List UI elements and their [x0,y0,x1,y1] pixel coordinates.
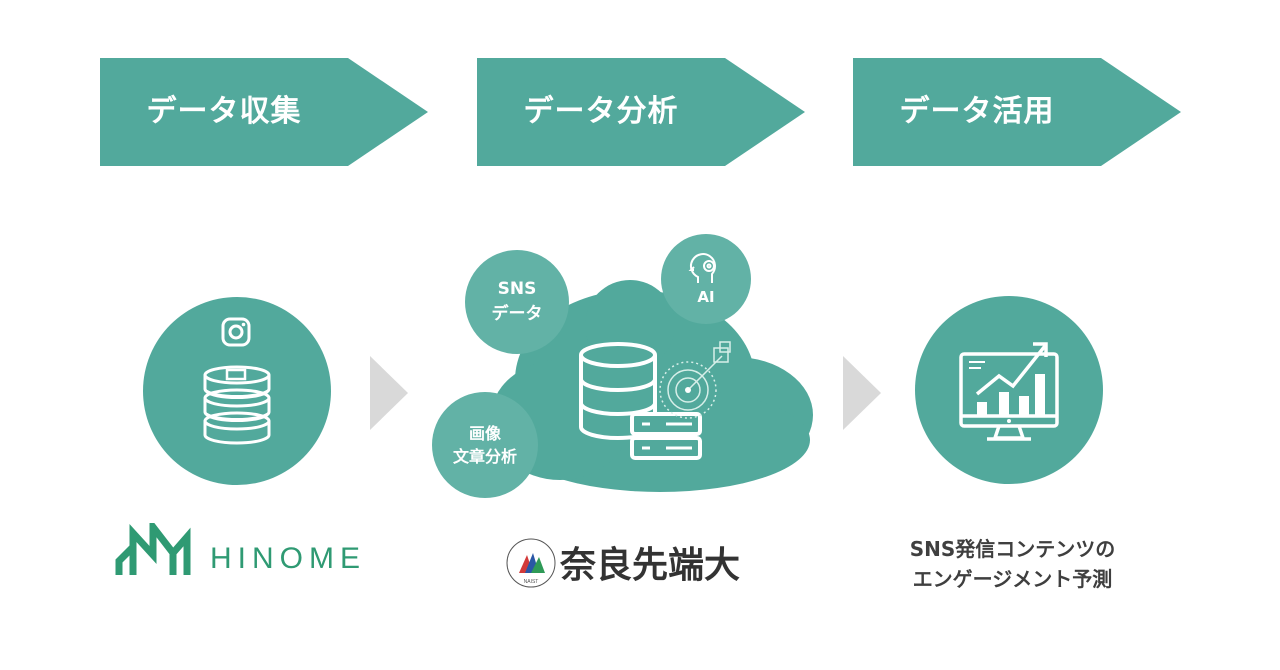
step-banner-collect: データ収集 [100,58,430,166]
radar-icon [659,341,731,419]
naist-logo-mark: NAIST [506,538,556,588]
bubble-text: 画像 [468,423,501,443]
hinome-logo-text: HINOME [210,542,366,575]
naist-abbr: NAIST [524,579,539,585]
chevron-arrow-shape [853,58,1181,166]
chevron-arrow-shape [477,58,805,166]
naist-logo-text: 奈良先端大 [560,544,741,586]
collection-circle [143,297,331,485]
bubble-ai: AI [661,234,751,324]
caption-line: エンゲージメント予測 [912,567,1113,591]
bubble-text: AI [697,288,715,307]
step-label-utilize: データ活用 [899,94,1055,129]
step-banner-utilize: データ活用 [853,58,1183,166]
database-icon [203,317,271,445]
step-label-collect: データ収集 [146,94,302,129]
gray-arrow-icon [370,356,408,430]
bubble-image-text-analysis: 画像 文章分析 [432,392,538,498]
ai-head-icon [688,253,716,284]
bubble-text: データ [491,304,543,324]
bubble-sns-data: SNS データ [465,250,569,354]
utilization-circle [915,296,1103,484]
caption-line: SNS発信コンテンツの [909,537,1116,561]
step-label-analyze: データ分析 [523,94,679,129]
server-icon [630,412,702,460]
utilization-caption: SNS発信コンテンツの エンゲージメント予測 [880,534,1145,594]
instagram-icon [221,317,251,347]
bubble-text: SNS [497,279,537,300]
monitor-chart-icon [959,342,1059,441]
chevron-arrow-shape [100,58,428,166]
cloud-icon [490,280,813,492]
step-banner-analyze: データ分析 [477,58,807,166]
bubble-text: 文章分析 [452,447,517,466]
hinome-logo-mark [115,523,191,575]
gray-arrow-icon [843,356,881,430]
